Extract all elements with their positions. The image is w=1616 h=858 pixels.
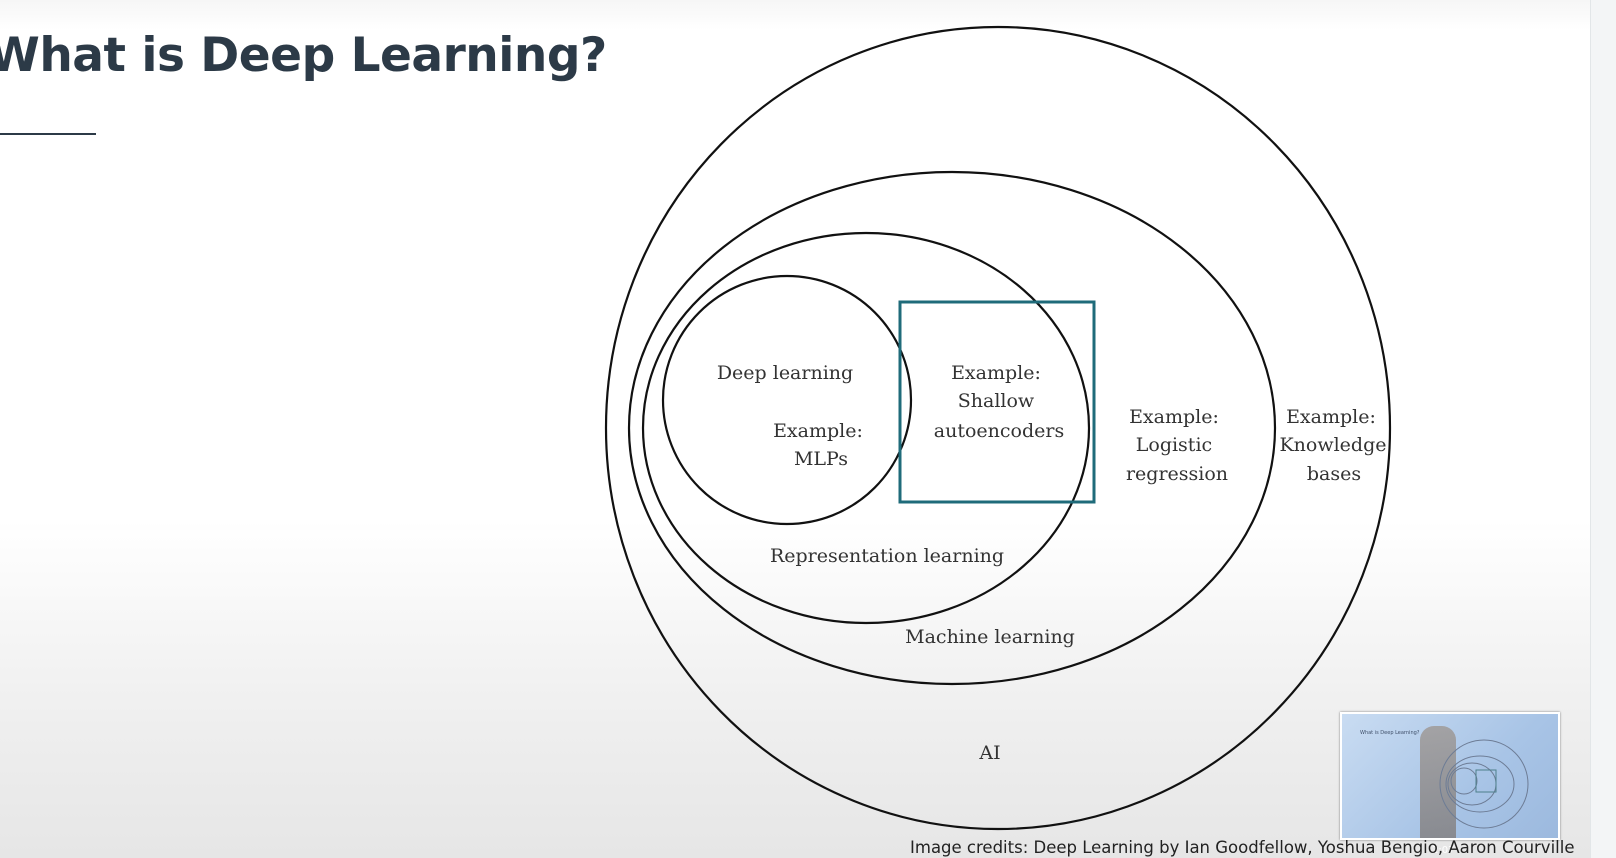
logistic-example-line: Example: (1129, 406, 1219, 428)
machine-learning-label: Machine learning (905, 626, 1075, 648)
knowledge-example-line: bases (1307, 463, 1361, 485)
logistic-example-line: regression (1126, 463, 1228, 485)
dl-circle (661, 274, 913, 526)
autoencoder-example-line: Shallow (958, 390, 1035, 412)
knowledge-example-line: Knowledge (1279, 434, 1386, 456)
title-underline (0, 133, 96, 135)
mlp-example-line: MLPs (794, 448, 848, 470)
video-thumbnail[interactable]: What is Deep Learning? (1340, 712, 1560, 840)
video-timecode: 2:07 (1432, 845, 1455, 856)
autoencoder-example-line: autoencoders (934, 420, 1064, 442)
ai-circle (604, 25, 1392, 831)
knowledge-example-line: Example: (1286, 406, 1376, 428)
autoencoder-example-line: Example: (951, 362, 1041, 384)
mlp-example-line: Example: (773, 420, 863, 442)
logistic-example-label: Example: Logistic regression (1126, 406, 1228, 485)
image-credits: Image credits: Deep Learning by Ian Good… (910, 838, 1575, 857)
representation-learning-label: Representation learning (770, 545, 1004, 567)
presenter-silhouette (1420, 726, 1456, 838)
mlp-example-label: Example: MLPs (773, 420, 869, 470)
right-edge-strip (1590, 0, 1616, 858)
thumbnail-title: What is Deep Learning? (1360, 730, 1420, 736)
autoencoder-example-label: Example: Shallow autoencoders (934, 362, 1064, 442)
highlight-box (898, 300, 1096, 504)
thumbnail-diagram-icon (1439, 739, 1529, 829)
rl-ellipse (641, 231, 1091, 625)
ai-label: AI (978, 742, 1000, 764)
deep-learning-label: Deep learning (717, 362, 853, 384)
knowledge-example-label: Example: Knowledge bases (1279, 406, 1392, 485)
ml-ellipse (627, 170, 1277, 686)
slide-title: What is Deep Learning? (0, 28, 607, 83)
logistic-example-line: Logistic (1136, 434, 1212, 456)
